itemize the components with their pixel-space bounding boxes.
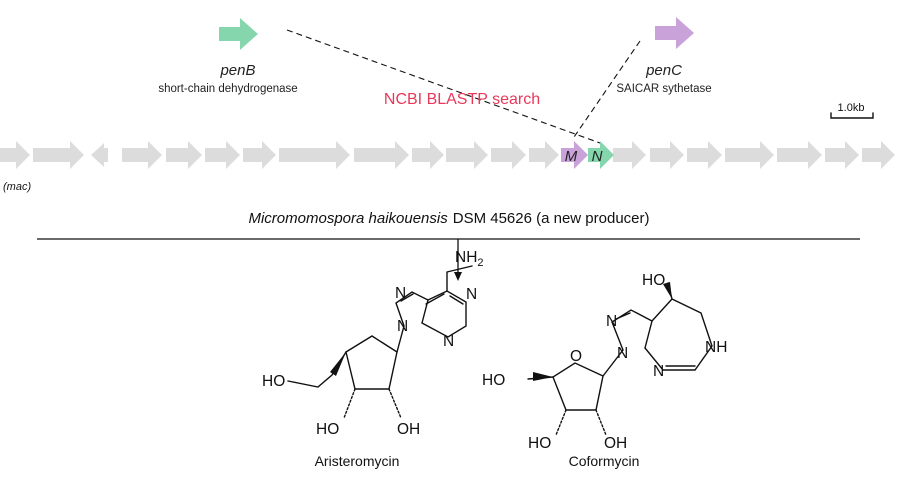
cluster-gene (122, 141, 162, 169)
scale-bar-label: 1.0kb (838, 102, 865, 114)
penC-description: SAICAR sythetase (616, 83, 711, 95)
aristeromycin-n9: N (397, 318, 408, 335)
penB-arrow (219, 18, 258, 50)
coformycin-ho-ch2: HO (482, 372, 505, 389)
aristeromycin-ch2oh-bold (330, 352, 346, 376)
aristeromycin-oh-right (388, 388, 402, 419)
cluster-gene (491, 141, 526, 169)
cluster-gene (91, 143, 108, 167)
coformycin-ho-top: HO (642, 272, 665, 289)
cluster-gene (650, 141, 684, 169)
cluster-gene (243, 141, 276, 169)
cluster-gene (354, 141, 409, 169)
coformycin-oh-right (595, 409, 607, 436)
aristeromycin-nh2: NH2 (455, 249, 484, 269)
coformycin-nh: NH (705, 339, 727, 356)
cluster-gene (33, 141, 84, 169)
coformycin-n9-bond (602, 349, 624, 377)
cluster-gene (446, 141, 488, 169)
cluster-gene (529, 141, 559, 169)
coformycin-ch-oh-wedge (663, 282, 672, 299)
scale-bar (830, 112, 874, 119)
organism-caption: Micromomospora haikouensis DSM 45626 (a n… (248, 210, 649, 227)
gene-cluster (0, 141, 895, 169)
aristeromycin-oh-left (343, 388, 356, 419)
coformycin-oh: OH (604, 435, 627, 452)
aristeromycin-n1: N (466, 286, 477, 303)
cluster-left-label: (mac) (3, 181, 31, 193)
cluster-gene (825, 141, 859, 169)
aristeromycin-n7: N (395, 285, 406, 302)
cluster-gene (777, 141, 822, 169)
aristeromycin-n9-bond (396, 325, 405, 353)
aristeromycin-name: Aristeromycin (315, 453, 400, 469)
aristeromycin-ho-ch2: HO (262, 373, 285, 390)
coformycin-ring-o: O (570, 348, 582, 365)
aristeromycin-n3: N (443, 333, 454, 350)
gene-M-label: M (565, 148, 578, 165)
coformycin-ribose (552, 362, 604, 411)
coformycin-imidazole (611, 309, 653, 351)
aristeromycin-ho: HO (316, 421, 339, 438)
cluster-gene (279, 141, 350, 169)
coformycin-diazepine (644, 298, 713, 371)
coformycin-ch2oh-wedge (533, 372, 553, 381)
coformycin-name: Coformycin (569, 453, 640, 469)
coformycin-drawing (527, 282, 713, 436)
aristeromycin-drawing (287, 265, 473, 419)
aristeromycin-oh: OH (397, 421, 420, 438)
coformycin-n7: N (606, 313, 617, 330)
cluster-gene (687, 141, 722, 169)
down-arrow-head (454, 272, 462, 281)
cluster-gene (725, 141, 774, 169)
organism-strain: DSM 45626 (a new producer) (453, 210, 650, 227)
cluster-gene (166, 141, 202, 169)
penB-description: short-chain dehydrogenase (158, 83, 297, 95)
aristeromycin-imidazole-double (400, 293, 414, 302)
aristeromycin-imidazole (395, 291, 429, 327)
blast-line-penB (286, 29, 601, 144)
aristeromycin-cyclopentane (345, 335, 398, 390)
aristeromycin-pyrimidine-double (425, 293, 464, 305)
cluster-gene (412, 141, 444, 169)
blast-line-penC (571, 40, 641, 141)
blast-search-label: NCBI BLASTP search (384, 91, 540, 108)
penC-label: penC (645, 62, 682, 79)
cluster-gene (613, 141, 646, 169)
coformycin-oh-left (555, 409, 567, 436)
gene-N-arrow (588, 141, 614, 169)
coformycin-n9: N (617, 345, 628, 362)
penB-label: penB (219, 62, 255, 79)
cluster-gene (205, 141, 240, 169)
cluster-gene (862, 141, 895, 169)
coformycin-n3: N (653, 363, 664, 380)
penC-arrow (655, 17, 694, 49)
aristeromycin-amino-bond (446, 265, 473, 292)
coformycin-imidazole-double (615, 312, 631, 320)
gene-N-label: N (592, 148, 603, 165)
organism-species: Micromomospora haikouensis (248, 210, 448, 227)
cluster-gene (0, 141, 30, 169)
gene-M-arrow (561, 141, 588, 169)
aristeromycin-pyrimidine (421, 290, 467, 338)
coformycin-ho: HO (528, 435, 551, 452)
